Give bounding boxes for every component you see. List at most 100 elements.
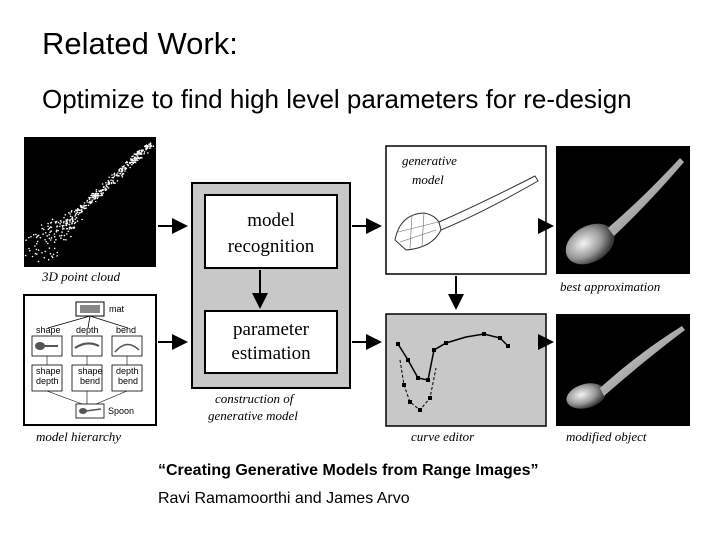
point-cloud-dot	[24, 254, 27, 257]
point-cloud-dot	[96, 195, 98, 197]
point-cloud-dot	[44, 250, 47, 253]
point-cloud-dot	[68, 219, 71, 222]
point-cloud-dot	[86, 201, 88, 203]
flow-arrows	[158, 218, 554, 350]
point-cloud-dot	[135, 159, 137, 162]
point-cloud-dot	[126, 161, 128, 164]
point-cloud-dot	[119, 172, 122, 175]
caption-best-approximation: best approximation	[560, 279, 660, 294]
point-cloud-dot	[48, 227, 51, 229]
point-cloud-dot	[95, 189, 98, 191]
point-cloud-dot	[56, 255, 58, 257]
point-cloud-dot	[59, 235, 61, 237]
point-cloud-dot	[46, 235, 48, 237]
point-cloud-dot	[108, 176, 110, 179]
point-cloud-image	[18, 137, 156, 267]
point-cloud-dot	[80, 211, 82, 214]
point-cloud-dot	[91, 200, 93, 203]
point-cloud-dot	[81, 210, 84, 213]
point-cloud-dot	[74, 215, 76, 217]
point-cloud-dot	[42, 233, 44, 235]
point-cloud-dot	[51, 218, 54, 221]
point-cloud-dot	[112, 179, 114, 182]
point-cloud-dot	[44, 232, 47, 234]
point-cloud-dot	[71, 219, 74, 221]
point-cloud-dot	[116, 175, 119, 177]
point-cloud-dot	[136, 157, 138, 159]
point-cloud-dot	[148, 143, 150, 145]
point-cloud-dot	[140, 149, 143, 151]
point-cloud-dot	[36, 240, 39, 243]
point-cloud-dot	[74, 218, 76, 220]
point-cloud-dot	[112, 181, 115, 183]
point-cloud-dot	[60, 237, 62, 239]
point-cloud-dot	[63, 227, 65, 230]
point-cloud-dot	[66, 222, 69, 225]
point-cloud-dot	[25, 239, 27, 241]
point-cloud-dot	[121, 176, 124, 178]
curve-editor-image	[385, 313, 547, 427]
point-cloud-dot	[53, 233, 56, 235]
point-cloud-dot	[85, 204, 88, 207]
point-cloud-dot	[54, 221, 57, 223]
point-cloud-dot	[116, 180, 119, 182]
point-cloud-dot	[75, 217, 78, 219]
point-cloud-dot	[111, 174, 113, 176]
point-cloud-dot	[149, 145, 151, 148]
point-cloud-dot	[102, 186, 105, 189]
point-cloud-dot	[71, 222, 73, 224]
point-cloud-dot	[104, 187, 106, 189]
point-cloud-dot	[33, 234, 35, 236]
point-cloud-dot	[70, 235, 72, 238]
box-parameter-estimation-line2: estimation	[231, 343, 311, 364]
point-cloud-dot	[87, 204, 90, 207]
point-cloud-dot	[77, 213, 80, 216]
point-cloud-dot	[35, 248, 38, 251]
point-cloud-dot	[110, 182, 113, 185]
point-cloud-dot	[88, 198, 91, 200]
point-cloud-dot	[48, 237, 51, 240]
point-cloud-dot	[80, 209, 83, 212]
point-cloud-dot	[94, 197, 96, 200]
point-cloud-dot	[129, 166, 131, 169]
point-cloud-dot	[29, 249, 31, 252]
box-model-recognition-line2: recognition	[228, 236, 315, 257]
point-cloud-dot	[78, 209, 81, 212]
point-cloud-dot	[95, 190, 98, 193]
point-cloud-dot	[43, 256, 46, 259]
point-cloud-dot	[53, 235, 56, 238]
point-cloud-dot	[86, 199, 89, 202]
point-cloud-dot	[66, 227, 69, 230]
point-cloud-dot	[143, 145, 146, 148]
point-cloud-dot	[100, 194, 102, 197]
point-cloud-dot	[138, 157, 141, 160]
point-cloud-dot	[52, 253, 55, 256]
point-cloud-dot	[94, 193, 96, 196]
point-cloud-dot	[93, 195, 95, 197]
point-cloud-dot	[49, 222, 52, 224]
point-cloud-dot	[47, 228, 50, 231]
point-cloud-dot	[49, 231, 51, 233]
point-cloud-dot	[49, 226, 52, 228]
box-parameter-estimation-line1: parameter	[233, 319, 310, 340]
point-cloud-dot	[76, 220, 79, 222]
point-cloud-dot	[30, 235, 32, 238]
point-cloud-dot	[50, 230, 52, 232]
point-cloud-dot	[124, 168, 126, 171]
point-cloud-dot	[56, 251, 58, 254]
point-cloud-dot	[113, 172, 116, 175]
point-cloud-dot	[47, 225, 49, 228]
point-cloud-dot	[59, 220, 62, 222]
point-cloud-dot	[110, 179, 112, 181]
point-cloud-dot	[81, 218, 83, 221]
point-cloud-dot	[73, 227, 75, 230]
point-cloud-dot	[98, 194, 100, 197]
point-cloud-dot	[124, 170, 126, 172]
hier-node-depth: depth	[76, 325, 99, 335]
point-cloud-dot	[69, 213, 71, 215]
point-cloud-dot	[74, 221, 77, 224]
point-cloud-dot	[131, 163, 133, 166]
point-cloud-dot	[57, 229, 59, 232]
point-cloud-dot	[143, 151, 146, 153]
